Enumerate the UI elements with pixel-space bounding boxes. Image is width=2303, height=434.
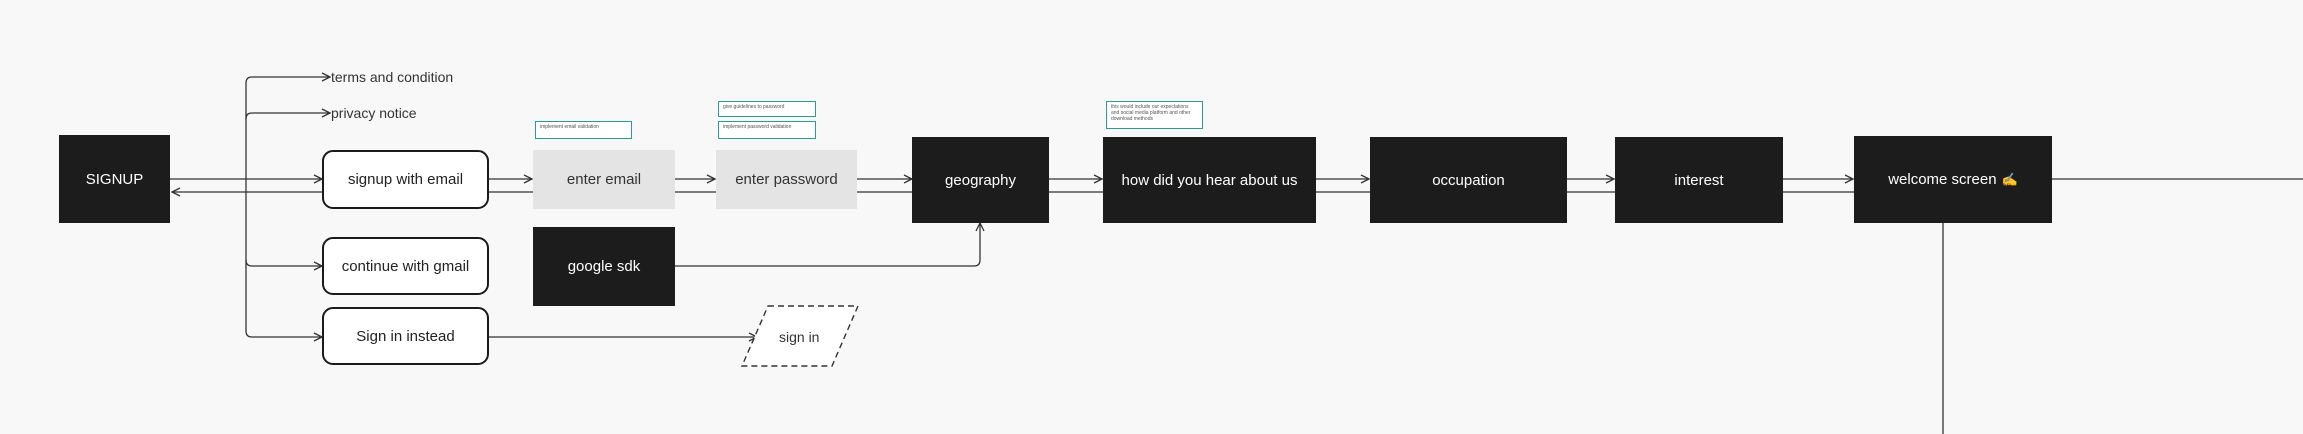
connector-to-terms xyxy=(245,77,330,84)
privacy-label[interactable]: privacy notice xyxy=(331,105,417,121)
connector-to-continue-gmail xyxy=(245,259,322,266)
interest-node[interactable]: interest xyxy=(1615,137,1783,223)
terms-label[interactable]: terms and condition xyxy=(331,69,454,85)
hear-about-options-note[interactable]: this would include our expectations and … xyxy=(1106,101,1203,129)
geography-node[interactable]: geography xyxy=(912,137,1049,223)
email-validation-note[interactable]: implement email validation xyxy=(535,121,632,139)
welcome-screen-label: welcome screen xyxy=(1888,171,1997,188)
connector-to-privacy xyxy=(245,113,330,120)
enter-password-node[interactable]: enter password xyxy=(716,150,857,209)
hear-about-node[interactable]: how did you hear about us xyxy=(1103,137,1316,223)
sign-in-instead-node[interactable]: Sign in instead xyxy=(322,307,489,365)
pencil-emoji-icon: ✍ xyxy=(2001,171,2018,187)
welcome-screen-node[interactable]: welcome screen ✍ xyxy=(1854,136,2052,223)
signup-node[interactable]: SIGNUP xyxy=(59,135,170,223)
password-validation-note[interactable]: implement password validation xyxy=(718,121,816,139)
sign-in-label: sign in xyxy=(779,329,820,345)
continue-gmail-node[interactable]: continue with gmail xyxy=(322,237,489,295)
sign-in-parallelogram[interactable] xyxy=(740,305,860,367)
signup-email-node[interactable]: signup with email xyxy=(322,150,489,209)
connector-sdk-to-geography xyxy=(675,223,980,267)
password-guidelines-note[interactable]: give guidelines to password xyxy=(718,101,816,117)
enter-email-node[interactable]: enter email xyxy=(533,150,675,209)
google-sdk-node[interactable]: google sdk xyxy=(533,227,675,306)
occupation-node[interactable]: occupation xyxy=(1370,137,1567,223)
connector-to-sign-in-instead xyxy=(245,330,322,337)
